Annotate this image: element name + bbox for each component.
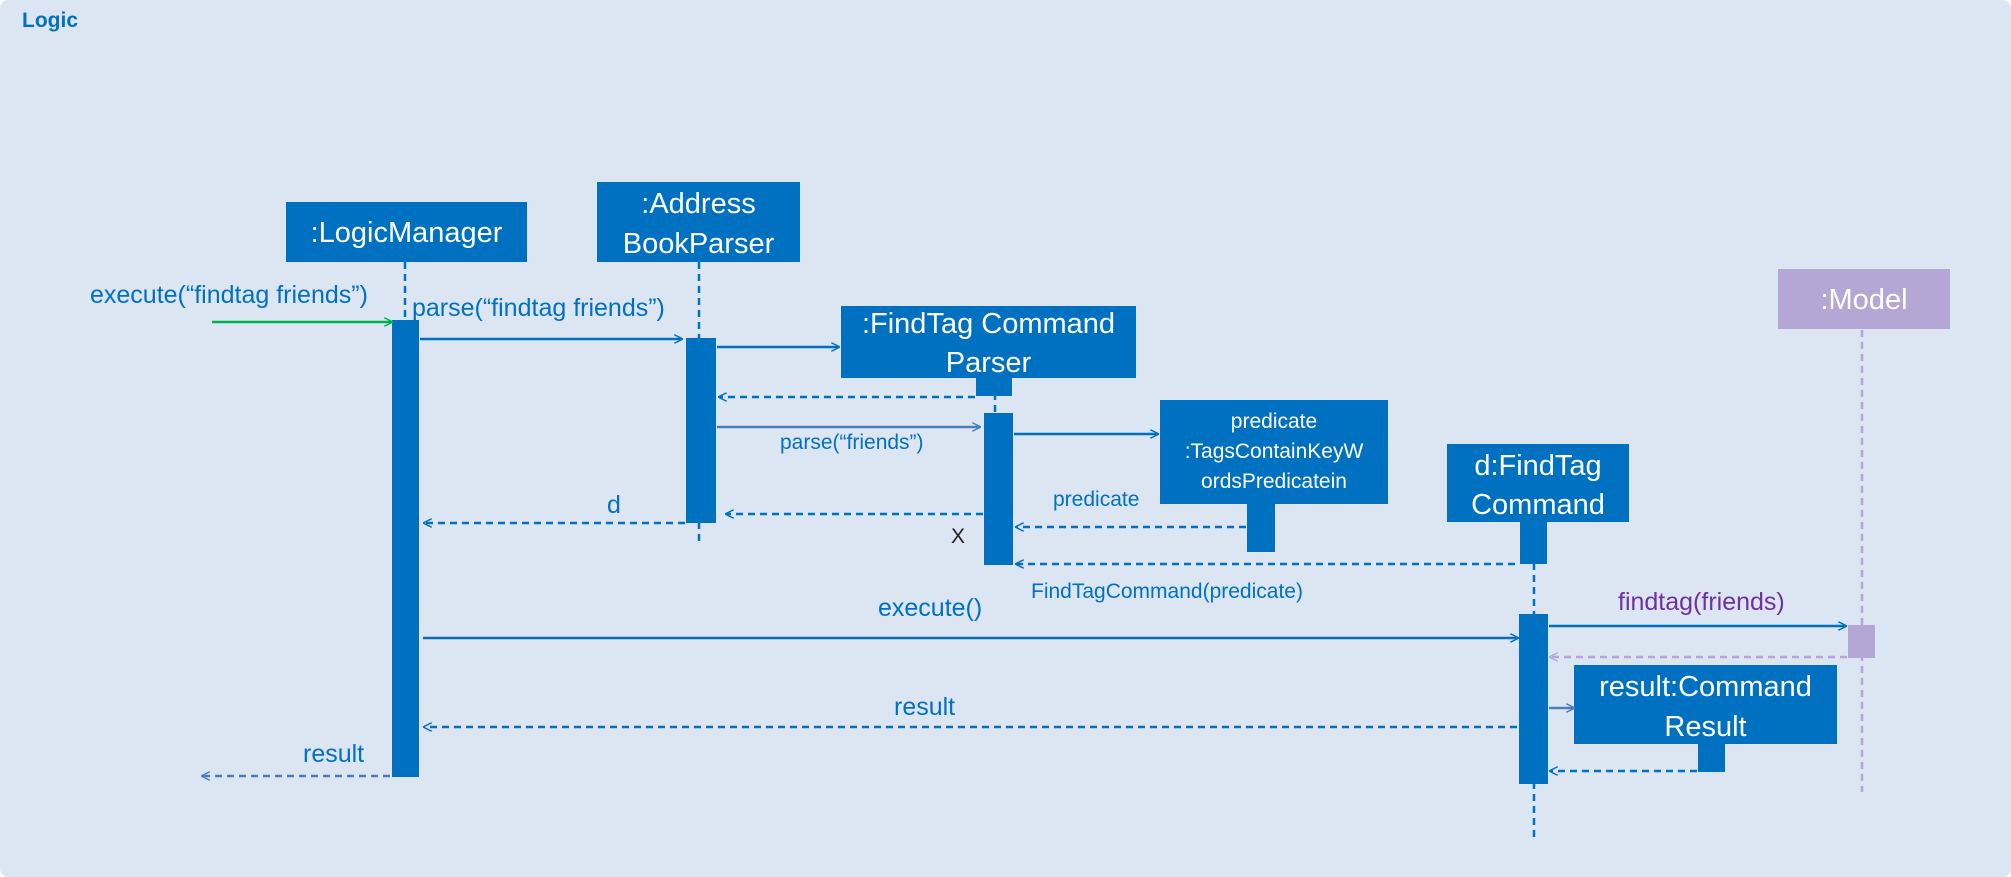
participant-findtag-command-box: [1447, 444, 1629, 522]
participant-logic-manager-box: [286, 202, 527, 262]
participant-findtag-command-stub: [1520, 522, 1547, 564]
participant-findtag-parser-line1: :FindTag Command: [862, 308, 1115, 340]
participant-predicate-line3: ordsPredicatein: [1201, 470, 1347, 493]
activation-findtag-parser: [984, 413, 1013, 565]
participant-command-result-box: [1574, 665, 1837, 744]
participant-address-book-parser-line2: BookParser: [623, 228, 775, 260]
message-execute-call-label: execute(): [878, 594, 982, 622]
participant-model-label: :Model: [1820, 284, 1907, 316]
message-result-out-label: result: [303, 740, 364, 768]
participant-command-result-line2: Result: [1664, 711, 1746, 743]
participant-findtag-parser-stub: [976, 378, 1012, 396]
message-findtag-call-label: findtag(friends): [1618, 588, 1785, 616]
participant-findtag-command-line1: d:FindTag: [1474, 450, 1601, 482]
activation-address-book-parser: [686, 338, 716, 523]
participant-command-result-line1: result:Command: [1599, 671, 1812, 703]
participant-address-book-parser-line1: :Address: [641, 188, 755, 220]
message-d-return-label: d: [607, 491, 621, 519]
activation-model: [1848, 625, 1875, 658]
participant-predicate-line2: :TagsContainKeyW: [1185, 440, 1364, 463]
participant-logic-manager-label: :LogicManager: [311, 217, 503, 249]
participant-model-box: [1778, 269, 1950, 329]
activation-findtag-command: [1519, 614, 1548, 784]
participant-predicate-box: [1160, 400, 1388, 504]
participant-findtag-parser-box: [841, 306, 1136, 378]
participant-address-book-parser-box: [597, 182, 800, 262]
participant-findtag-parser-line2: Parser: [946, 347, 1032, 379]
message-result-return-label: result: [894, 693, 955, 721]
message-destroy-mark: X: [951, 525, 965, 548]
message-execute-input-label: execute(“findtag friends”): [90, 281, 368, 309]
message-predicate-return-label: predicate: [1053, 488, 1139, 511]
frame-title: Logic: [22, 9, 78, 32]
participant-command-result-stub: [1698, 744, 1725, 772]
participant-predicate-line1: predicate: [1231, 410, 1317, 433]
participant-findtag-command-line2: Command: [1471, 489, 1605, 521]
participant-predicate-stub: [1247, 504, 1275, 552]
activation-logic-manager: [392, 320, 419, 777]
message-findtag-constructor-label: FindTagCommand(predicate): [1031, 580, 1303, 603]
message-parse-friends-label: parse(“friends”): [780, 431, 924, 454]
message-parse-input-label: parse(“findtag friends”): [412, 294, 665, 322]
